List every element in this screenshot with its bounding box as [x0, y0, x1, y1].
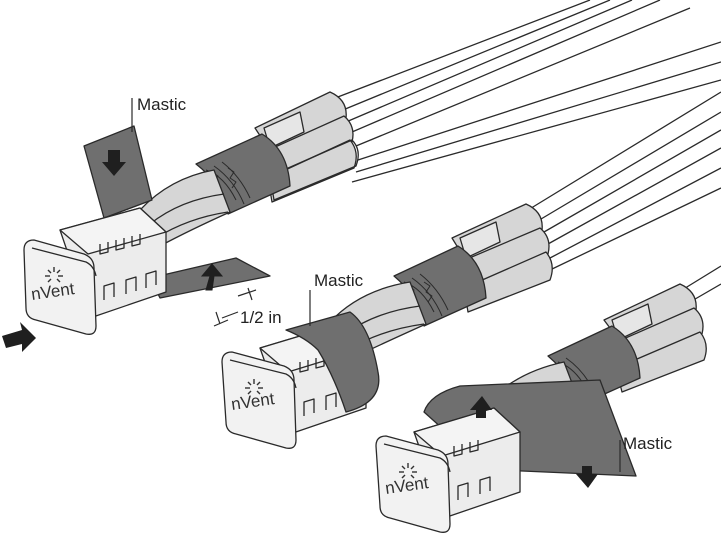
arrow-right-icon	[2, 322, 36, 352]
arrow-down-icon	[576, 466, 598, 488]
mastic-label-3: Mastic	[623, 434, 673, 453]
cable-assembly-1	[23, 0, 721, 335]
overlap-dimension-label: 1/2 in	[240, 308, 282, 327]
mastic-label-2: Mastic	[314, 271, 364, 290]
arrow-down-icon	[102, 150, 126, 176]
arrow-up-icon	[200, 263, 224, 291]
arrow-up-icon	[470, 396, 492, 418]
cable-assembly-2	[221, 91, 721, 449]
leader-lines	[131, 98, 621, 472]
mastic-label-1: Mastic	[137, 95, 187, 114]
